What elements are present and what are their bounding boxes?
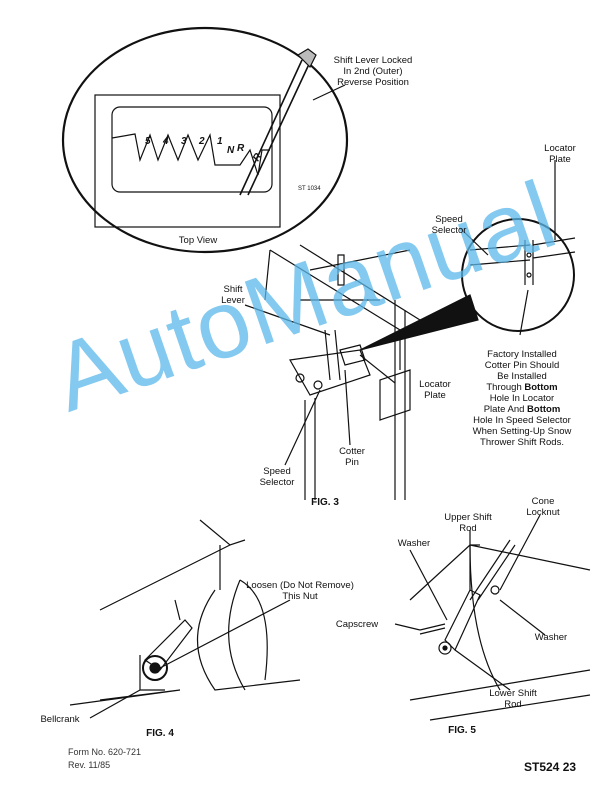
label-line: Cone: [531, 496, 555, 507]
label-line: Lever: [221, 295, 245, 306]
revision: Rev. 11/85: [68, 760, 111, 770]
label-line: Selector: [259, 477, 295, 488]
gear-label: 3: [181, 136, 187, 147]
label-line: Cotter: [339, 446, 365, 457]
label-line: Upper Shift: [444, 512, 492, 523]
label-line: Shift: [223, 284, 243, 295]
capscrew-label: Capscrew: [335, 619, 379, 630]
note-line: Be Installed: [497, 371, 547, 382]
label-line: Locknut: [526, 507, 560, 518]
washer-right-label: Washer: [534, 632, 568, 643]
gear-label: 4: [163, 136, 169, 147]
gear-label: 2: [199, 136, 205, 147]
label-line: Rod: [459, 523, 477, 534]
lower-shift-rod-label: Lower Shift Rod: [489, 688, 537, 710]
note-line: Hole In Locator: [489, 393, 555, 404]
gear-label: 5: [145, 136, 151, 147]
gear-label: R: [237, 143, 245, 154]
label-line: Speed: [435, 214, 463, 225]
label-line: Rod: [504, 699, 522, 710]
top-view-inset: [61, 26, 349, 254]
note-line: Plate And Bottom: [473, 404, 572, 415]
speed-selector-label: Speed Selector: [260, 466, 295, 488]
fig4-caption: FIG. 4: [146, 728, 174, 739]
drawing-code: ST 1034: [298, 186, 321, 192]
locator-plate-label: Locator Plate: [419, 379, 451, 401]
note-text: Plate And: [483, 404, 528, 415]
fig3-caption: FIG. 3: [311, 497, 339, 508]
detail-speed-selector-label: Speed Selector: [432, 214, 467, 236]
note-line: Thrower Shift Rods.: [480, 437, 564, 448]
top-view-label: Top View: [178, 235, 218, 246]
installation-note: Factory Installed Cotter Pin Should Be I…: [473, 349, 572, 448]
label-line: Locator: [419, 379, 451, 390]
note-line: Hole In Speed Selector: [473, 415, 571, 426]
fig3-machine-drawing: [264, 244, 421, 500]
label-line: Plate: [424, 390, 446, 401]
note-line: Factory Installed: [487, 349, 557, 360]
note-line: When Setting-Up Snow: [472, 426, 572, 437]
note-line: Cotter Pin Should: [484, 360, 560, 371]
form-number: Form No. 620-721: [68, 747, 142, 757]
label-line: Lower Shift: [489, 688, 537, 699]
note-emphasis: Bottom: [527, 404, 561, 415]
inset-callout: Shift Lever Locked In 2nd (Outer) Revers…: [334, 55, 413, 88]
page-number: ST524 23: [524, 760, 577, 774]
note-emphasis: Bottom: [524, 382, 558, 393]
note-line: Through Bottom: [473, 382, 572, 393]
callout-line: Shift Lever Locked: [333, 55, 413, 66]
form-info: Form No. 620-721 Rev. 11/85: [68, 746, 141, 772]
note-text: Through: [486, 382, 525, 393]
shift-lever-label: Shift Lever: [221, 284, 245, 306]
loosen-nut-label: Loosen (Do Not Remove) This Nut: [246, 580, 354, 602]
label-line: Pin: [345, 457, 359, 468]
callout-line: In 2nd (Outer): [343, 66, 403, 77]
cone-locknut-label: Cone Locknut: [526, 496, 559, 518]
cotter-pin-label: Cotter Pin: [339, 446, 365, 468]
bellcrank-label: Bellcrank: [40, 714, 80, 725]
locator-plate-detail-inset: [359, 160, 576, 351]
upper-shift-rod-label: Upper Shift Rod: [444, 512, 492, 534]
label-line: Selector: [431, 225, 467, 236]
washer-left-label: Washer: [397, 538, 431, 549]
label-line: This Nut: [282, 591, 318, 602]
label-line: Loosen (Do Not Remove): [246, 580, 354, 591]
fig4-bellcrank-drawing: [69, 519, 301, 719]
fig5-shift-rod-drawing: [394, 514, 591, 721]
fig5-caption: FIG. 5: [448, 725, 476, 736]
callout-line: Reverse Position: [337, 77, 409, 88]
detail-locator-plate-label: Locator Plate: [544, 143, 576, 165]
gear-label: 1: [217, 136, 223, 147]
label-line: Plate: [549, 154, 571, 165]
label-line: Locator: [544, 143, 576, 154]
label-line: Speed: [263, 466, 291, 477]
gear-label: N: [227, 145, 235, 156]
